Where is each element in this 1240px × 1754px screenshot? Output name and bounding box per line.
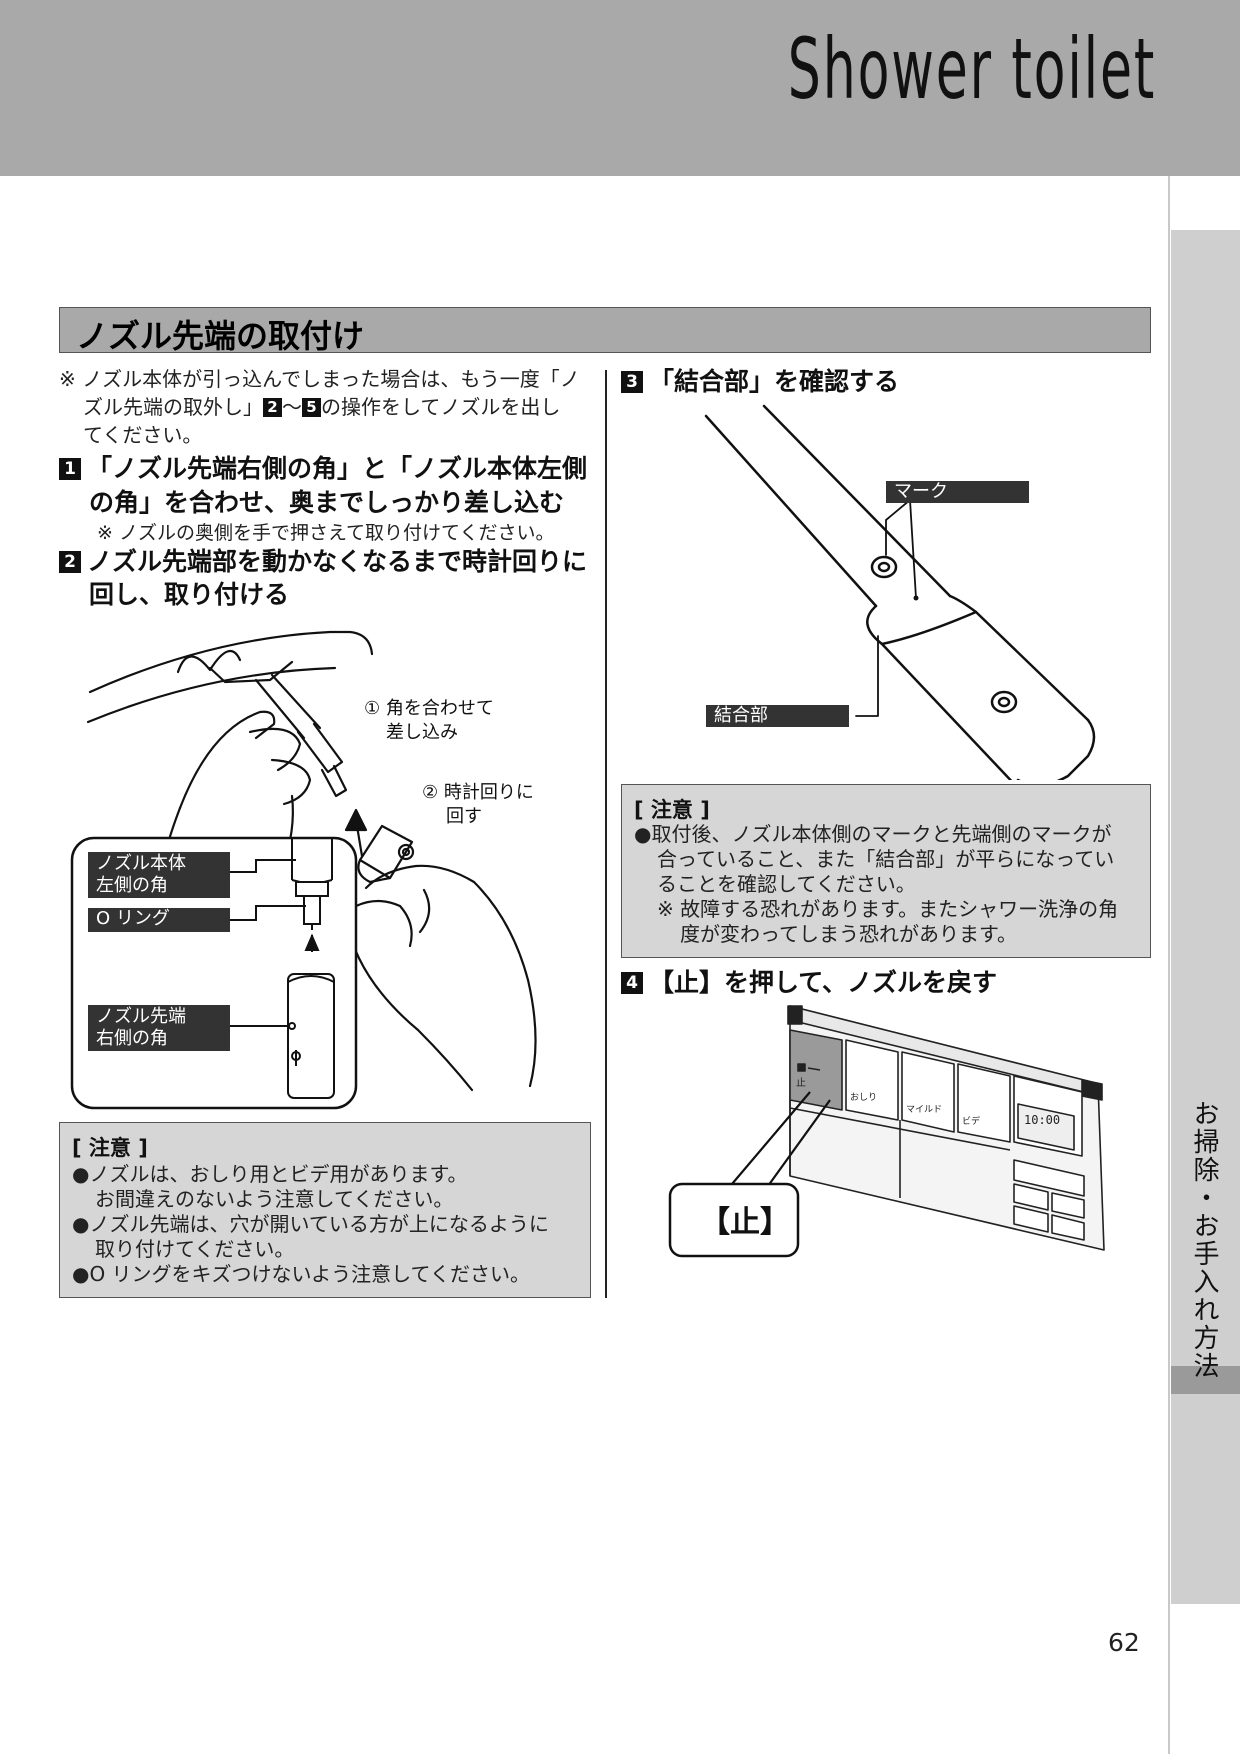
page-header: [0, 0, 1240, 176]
callout-rotate-1: ② 時計回りに: [422, 782, 534, 803]
caution-1-item-2: ●ノズル先端は、穴が開いている方が上になるように: [72, 1212, 549, 1236]
step-3-title: 3「結合部」を確認する: [621, 365, 899, 399]
callout-rotate-2: 回す: [446, 806, 482, 827]
caution-box-2: [621, 784, 1151, 958]
step-3-badge: 3: [621, 371, 643, 393]
brand-title: Shower toilet: [787, 20, 1156, 118]
caution-2-line-2: 合っていること、また「結合部」が平らになってい: [657, 847, 1115, 871]
section-title-bar: [59, 307, 1151, 353]
caution-1-item-1-cont: お間違えのないよう注意してください。: [95, 1187, 454, 1211]
caution-2-line-5: 度が変わってしまう恐れがあります。: [680, 922, 1017, 946]
side-tab-marker: [1171, 1366, 1240, 1394]
caution-2-line-3: ることを確認してください。: [657, 872, 916, 896]
caution-box-1: [59, 1122, 591, 1298]
step-ref-badge: 2: [263, 398, 282, 417]
caution-2-line-1: ●取付後、ノズル本体側のマークと先端側のマークが: [634, 822, 1112, 846]
margin-divider: [1168, 176, 1170, 1754]
label-nozzle-body-corner: ノズル本体左側の角: [88, 852, 230, 898]
label-joint: 結合部: [706, 705, 849, 727]
panel-label-rear: おしり: [850, 1092, 877, 1103]
step-4-badge: 4: [621, 972, 643, 994]
step-ref-badge: 5: [302, 398, 321, 417]
step-2-title-cont: 回し、取り付ける: [89, 580, 290, 609]
caution-2-line-4: ※ 故障する恐れがあります。またシャワー洗浄の角: [657, 897, 1119, 921]
caution-1-item-2-cont: 取り付けてください。: [95, 1237, 295, 1261]
panel-label-bidet: ビデ: [962, 1115, 980, 1127]
callout-align-insert-2: 差し込み: [386, 722, 458, 743]
column-divider: [605, 370, 607, 1298]
side-tab-lower: [1171, 1394, 1240, 1604]
caution-1-item-1: ●ノズルは、おしり用とビデ用があります。: [72, 1162, 468, 1186]
step-1-title: 1「ノズル先端右側の角」と「ノズル本体左側: [59, 452, 587, 486]
caution-title-1: [ 注意 ]: [72, 1136, 148, 1160]
stop-callout-label: 【止】: [700, 1205, 790, 1240]
remote-panel-figure: おしり マイルド ビデ 10:00 止 【止】: [668, 1005, 1105, 1258]
step-1-note: ※ ノズルの奥側を手で押さえて取り付けてください。: [97, 522, 555, 544]
step-2-badge: 2: [59, 551, 81, 573]
intro-line-1: ※ ノズル本体が引っ込んでしまった場合は、もう一度「ノ: [59, 367, 580, 391]
panel-stop-button-label: 止: [796, 1077, 806, 1089]
callout-align-insert-1: ① 角を合わせて: [364, 698, 494, 719]
section-title: ノズル先端の取付け: [76, 317, 365, 355]
step-4-title: 4【止】を押して、ノズルを戻す: [621, 966, 997, 1000]
intro-line-3: てください。: [83, 423, 203, 447]
caution-title-2: [ 注意 ]: [634, 798, 710, 822]
panel-label-mild: マイルド: [906, 1105, 942, 1115]
label-nozzle-tip-corner: ノズル先端右側の角: [88, 1005, 230, 1051]
panel-display-time: 10:00: [1024, 1113, 1060, 1127]
step-1-title-cont: の角」を合わせ、奥までしっかり差し込む: [89, 488, 565, 517]
page-number: 62: [1108, 1628, 1140, 1657]
caution-1-item-3: ●O リングをキズつけないよう注意してください。: [72, 1262, 530, 1286]
stop-callout-box: [668, 1182, 800, 1258]
step-1-badge: 1: [59, 458, 81, 480]
side-tab[interactable]: [1171, 230, 1240, 1366]
side-tab-label: お掃除・お手入れ方法: [1189, 1100, 1219, 1380]
label-o-ring: O リング: [88, 908, 230, 932]
joint-check-figure: [704, 404, 1096, 780]
label-mark: マーク: [886, 481, 1029, 503]
